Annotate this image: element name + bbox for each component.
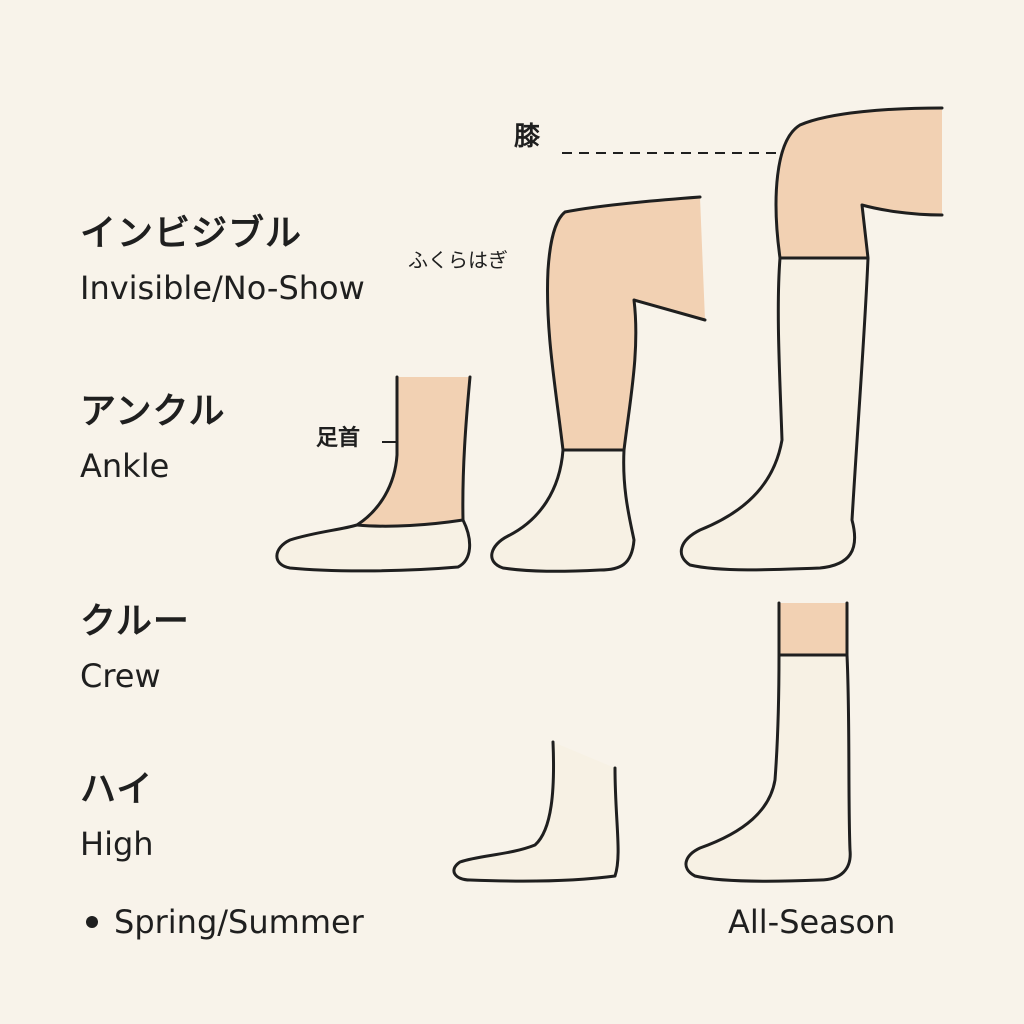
category-high-en: High: [80, 825, 154, 863]
category-high-jp: ハイ: [80, 769, 154, 810]
ankle-sock-figure: [490, 195, 707, 573]
crew-outline-left: [452, 740, 620, 883]
calf-annotation: ふくらはぎ: [408, 248, 508, 272]
category-ankle-en: Ankle: [80, 447, 170, 485]
knee-high-sock-figure: [679, 106, 944, 572]
crew-sock-figure: [452, 740, 620, 883]
ankle-annotation: 足首: [316, 426, 361, 451]
high-sock-figure: [684, 601, 852, 883]
ankle-leg-skin: [547, 197, 705, 450]
category-crew-en: Crew: [80, 657, 161, 695]
category-invisible-en: Invisible/No-Show: [80, 269, 365, 307]
knee-leg-skin: [776, 108, 942, 258]
no-show-sock-figure: [275, 375, 472, 573]
crew-sock: [453, 742, 619, 882]
category-invisible-jp: インビジブル: [80, 213, 303, 254]
high-sock-outline: [684, 601, 852, 883]
knee-annotation: 膝: [514, 122, 541, 152]
legend-spring-summer: Spring/Summer: [114, 903, 364, 941]
high-sock-skin: [779, 603, 847, 655]
ankle-outline: [490, 195, 707, 573]
no-show-sock-edge: [355, 518, 465, 528]
category-crew-jp: クルー: [80, 601, 190, 642]
no-show-leg-skin: [357, 377, 470, 527]
category-ankle-jp: アンクル: [80, 391, 226, 432]
legend-all-season: All-Season: [728, 903, 896, 941]
knee-sock: [681, 258, 868, 570]
no-show-sock: [276, 520, 470, 571]
high-sock: [685, 655, 851, 882]
legend-bullet: [86, 916, 98, 928]
ankle-sock: [491, 450, 634, 572]
knee-outline: [679, 106, 944, 572]
